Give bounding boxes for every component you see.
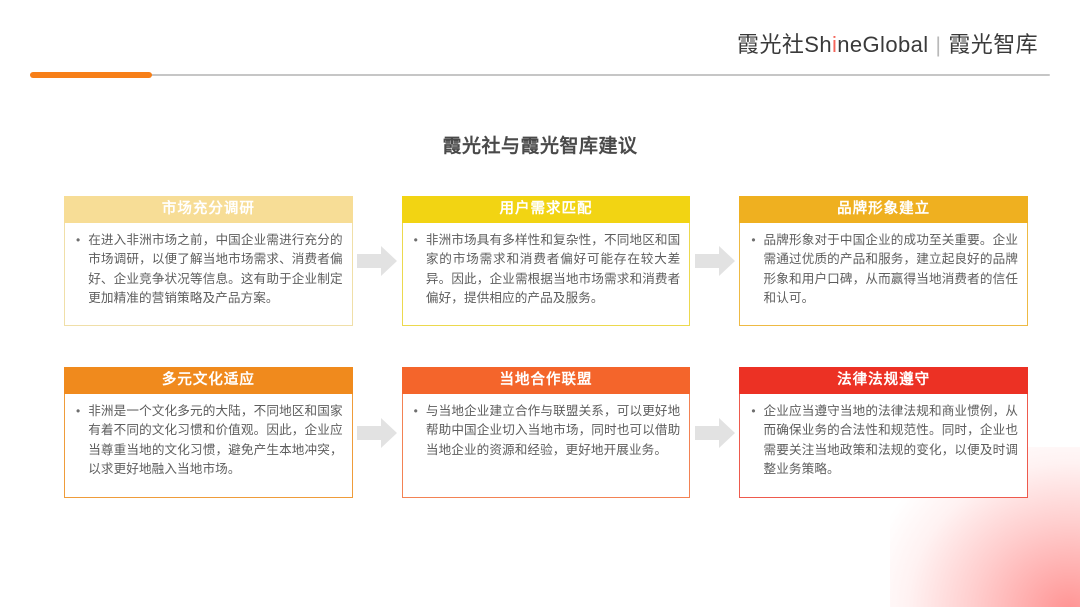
cards-row-top: 市场充分调研 • 在进入非洲市场之前，中国企业需进行充分的市场调研，以便了解当地…: [64, 196, 1029, 326]
page-title: 霞光社与霞光智库建议: [442, 136, 638, 157]
arrow-icon-3: [353, 367, 402, 498]
card-title: 用户需求匹配: [401, 196, 691, 223]
card-body: • 在进入非洲市场之前，中国企业需进行充分的市场调研，以便了解当地市场需求、消费…: [64, 223, 353, 326]
brand-divider: |: [935, 34, 942, 57]
bullet-icon: •: [413, 233, 418, 247]
card-text: 在进入非洲市场之前，中国企业需进行充分的市场调研，以便了解当地市场需求、消费者偏…: [88, 233, 343, 305]
brand-logo: 霞光社ShineGlobal | 霞光智库: [737, 27, 1038, 59]
slide-header: 霞光社ShineGlobal | 霞光智库: [0, 0, 1080, 84]
brand-suffix-chinese: 霞光智库: [948, 32, 1038, 57]
card-text: 非洲市场具有多样性和复杂性，不同地区和国家的市场需求和消费者偏好可能存在较大差异…: [425, 233, 681, 305]
arrow-icon-1: [353, 196, 402, 326]
card-body: • 非洲市场具有多样性和复杂性，不同地区和国家的市场需求和消费者偏好可能存在较大…: [401, 223, 691, 326]
card-title: 多元文化适应: [64, 367, 353, 394]
card-body: • 企业应当遵守当地的法律法规和商业惯例，从而确保业务的合法性和规范性。同时，企…: [739, 394, 1029, 498]
card-market-research[interactable]: 市场充分调研 • 在进入非洲市场之前，中国企业需进行充分的市场调研，以便了解当地…: [64, 196, 353, 326]
card-multicultural-adaptation[interactable]: 多元文化适应 • 非洲是一个文化多元的大陆，不同地区和国家有着不同的文化习惯和价…: [64, 367, 353, 498]
bullet-icon: •: [413, 404, 418, 418]
header-rule-accent: [30, 72, 152, 78]
cards-row-bottom: 多元文化适应 • 非洲是一个文化多元的大陆，不同地区和国家有着不同的文化习惯和价…: [64, 367, 1029, 498]
card-title: 品牌形象建立: [739, 196, 1029, 223]
card-text: 品牌形象对于中国企业的成功至关重要。企业需通过优质的产品和服务，建立起良好的品牌…: [763, 233, 1019, 305]
arrow-icon-2: [690, 196, 739, 326]
header-rule-line: [30, 74, 1050, 76]
card-body: • 与当地企业建立合作与联盟关系，可以更好地帮助中国企业切入当地市场，同时也可以…: [401, 394, 691, 498]
card-title: 市场充分调研: [64, 196, 353, 223]
bullet-icon: •: [76, 404, 81, 418]
brand-name-english-post: neGlobal: [837, 32, 929, 57]
card-title: 法律法规遵守: [739, 367, 1029, 394]
card-text: 企业应当遵守当地的法律法规和商业惯例，从而确保业务的合法性和规范性。同时，企业也…: [763, 404, 1019, 476]
card-body: • 品牌形象对于中国企业的成功至关重要。企业需通过优质的产品和服务，建立起良好的…: [739, 223, 1029, 326]
card-text: 与当地企业建立合作与联盟关系，可以更好地帮助中国企业切入当地市场，同时也可以借助…: [425, 404, 681, 457]
card-title: 当地合作联盟: [401, 367, 691, 394]
card-local-partnership-alliance[interactable]: 当地合作联盟 • 与当地企业建立合作与联盟关系，可以更好地帮助中国企业切入当地市…: [401, 367, 691, 498]
bullet-icon: •: [751, 404, 756, 418]
arrow-icon-4: [690, 367, 739, 498]
brand-accent-letter: i: [831, 32, 838, 57]
bullet-icon: •: [76, 233, 81, 247]
card-user-demand-match[interactable]: 用户需求匹配 • 非洲市场具有多样性和复杂性，不同地区和国家的市场需求和消费者偏…: [401, 196, 691, 326]
card-text: 非洲是一个文化多元的大陆，不同地区和国家有着不同的文化习惯和价值观。因此，企业应…: [88, 404, 343, 476]
brand-name-english-pre: Sh: [804, 32, 832, 57]
header-rule: [30, 72, 1050, 78]
card-legal-compliance[interactable]: 法律法规遵守 • 企业应当遵守当地的法律法规和商业惯例，从而确保业务的合法性和规…: [739, 367, 1029, 498]
brand-name-chinese: 霞光社: [737, 32, 805, 57]
cards-grid: 市场充分调研 • 在进入非洲市场之前，中国企业需进行充分的市场调研，以便了解当地…: [64, 196, 1029, 498]
bullet-icon: •: [751, 233, 756, 247]
card-body: • 非洲是一个文化多元的大陆，不同地区和国家有着不同的文化习惯和价值观。因此，企…: [64, 394, 353, 498]
card-brand-image-building[interactable]: 品牌形象建立 • 品牌形象对于中国企业的成功至关重要。企业需通过优质的产品和服务…: [739, 196, 1029, 326]
